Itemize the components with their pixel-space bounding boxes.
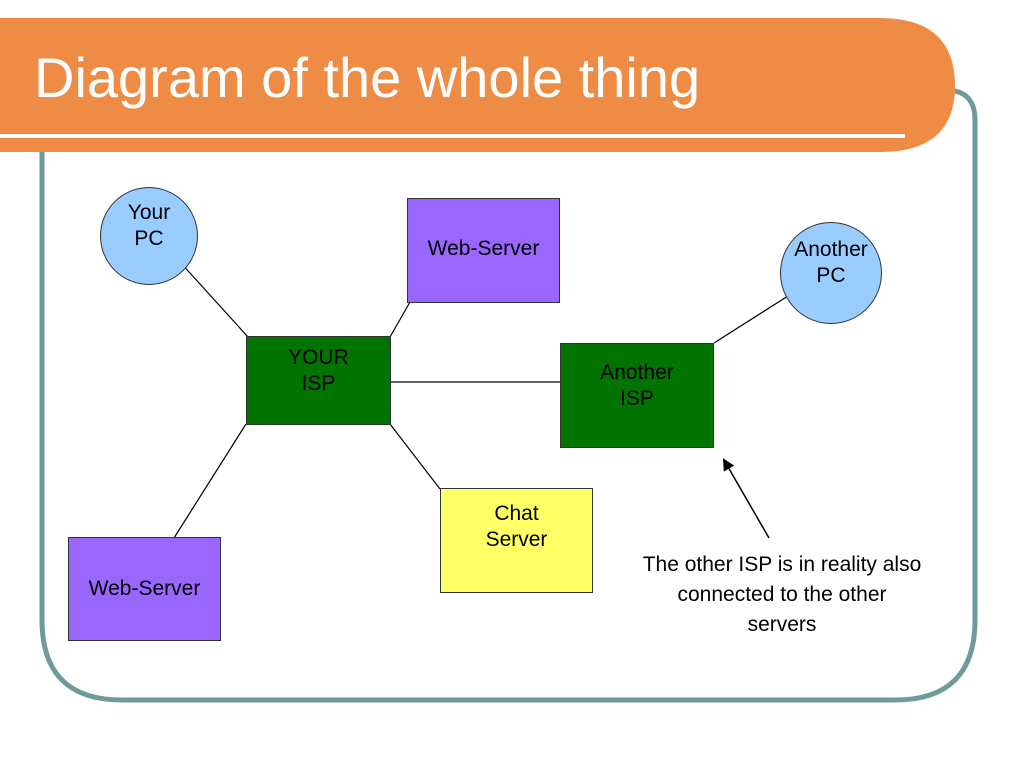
another-pc-label: Another PC <box>794 238 868 287</box>
chat-server-label: Chat Server <box>485 501 548 551</box>
link-isp-to-webserver-bottom <box>173 423 247 539</box>
content-frame <box>39 87 978 703</box>
chat-server-node: Chat Server <box>440 488 593 593</box>
annotation-arrow <box>723 458 770 539</box>
link-isp-to-chat <box>389 423 441 490</box>
your-isp-node: YOUR ISP <box>246 336 391 425</box>
your-pc-node: Your PC <box>100 187 198 285</box>
web-server-top-label: Web-Server <box>427 236 540 260</box>
web-server-bottom-node: Web-Server <box>68 537 221 641</box>
web-server-bottom-label: Web-Server <box>88 577 201 600</box>
your-isp-label: YOUR ISP <box>288 345 349 395</box>
web-server-top-node: Web-Server <box>407 198 560 303</box>
link-isp-to-webserver-top <box>389 301 411 338</box>
title-bar <box>0 18 955 152</box>
link-another-isp-to-another-pc <box>713 295 789 344</box>
another-isp-node: Another ISP <box>560 343 714 448</box>
link-pc-to-isp <box>179 261 249 338</box>
slide-title: Diagram of the whole thing <box>34 46 701 109</box>
another-isp-label: Another ISP <box>600 360 674 410</box>
annotation-note: The other ISP is in reality also connect… <box>642 553 922 636</box>
another-pc-node: Another PC <box>780 222 882 324</box>
your-pc-label: Your PC <box>127 201 171 250</box>
